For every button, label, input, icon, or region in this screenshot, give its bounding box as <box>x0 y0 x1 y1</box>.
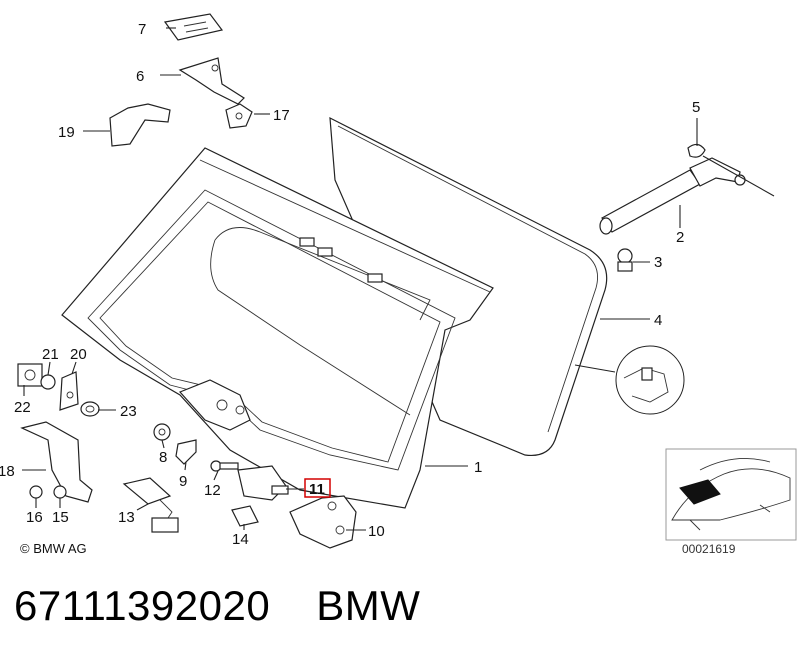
callout-7: 7 <box>138 21 146 38</box>
nut-17 <box>225 103 253 129</box>
callout-19: 19 <box>58 124 75 141</box>
bracket-20 <box>59 371 79 411</box>
callout-2: 2 <box>676 229 684 246</box>
leader-lines <box>22 27 775 531</box>
callout-11: 11 <box>309 481 325 498</box>
clip-5 <box>687 143 706 158</box>
screw-15 <box>53 485 67 499</box>
callout-22: 22 <box>14 399 31 416</box>
callout-16: 16 <box>26 509 43 526</box>
bracket-18 <box>20 421 93 503</box>
clip-22 <box>17 363 43 387</box>
diagram-reference-number: 00021619 <box>682 542 736 556</box>
callout-18: 18 <box>0 463 15 480</box>
callout-labels: 7 6 19 17 5 2 3 4 1 10 11 12 13 14 8 9 2… <box>0 21 700 548</box>
callout-21: 21 <box>42 346 59 363</box>
callout-17: 17 <box>273 107 290 124</box>
detail-circle <box>615 345 685 415</box>
stud-9 <box>175 439 197 465</box>
copyright-notice: © BMW AG <box>20 541 87 556</box>
bracket-7 <box>163 13 224 41</box>
callout-1: 1 <box>474 459 482 476</box>
tailgate-frame <box>61 147 494 509</box>
hinge-10 <box>289 495 357 549</box>
screw-16 <box>29 485 43 499</box>
nut-8 <box>153 423 171 441</box>
ball-stud-3 <box>617 248 633 272</box>
switch-11 <box>237 465 289 501</box>
highlight-box-11 <box>304 478 331 498</box>
callout-3: 3 <box>654 254 662 271</box>
bracket-19 <box>109 103 171 147</box>
part-number: 67111392020 <box>14 582 271 629</box>
clip-21 <box>40 374 56 390</box>
lock-13 <box>122 477 179 533</box>
callout-13: 13 <box>118 509 135 526</box>
callout-4: 4 <box>654 312 662 329</box>
callout-23: 23 <box>120 403 137 420</box>
grommet-23 <box>80 401 100 417</box>
callout-10: 10 <box>368 523 385 540</box>
callout-6: 6 <box>136 68 144 85</box>
clip-14 <box>231 505 259 527</box>
brand-name: BMW <box>316 582 421 629</box>
callout-20: 20 <box>70 346 87 363</box>
part-caption: 67111392020 BMW <box>14 582 420 630</box>
bolt-12 <box>210 460 239 472</box>
callout-14: 14 <box>232 531 249 548</box>
callout-12: 12 <box>204 482 221 499</box>
callout-5: 5 <box>692 99 700 116</box>
callout-15: 15 <box>52 509 69 526</box>
callout-8: 8 <box>159 449 167 466</box>
callout-9: 9 <box>179 473 187 490</box>
car-inset: 00021619 <box>665 448 797 556</box>
bracket-6 <box>178 57 245 105</box>
inset-rear-window-highlight <box>679 479 721 505</box>
gas-strut <box>599 157 746 235</box>
